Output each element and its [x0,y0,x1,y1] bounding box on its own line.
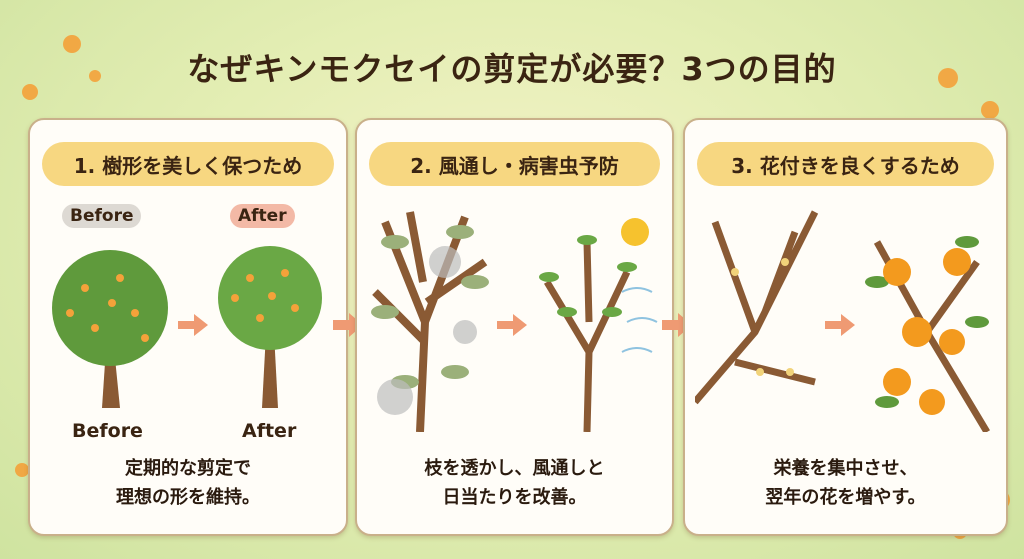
panel-description: 定期的な剪定で理想の形を維持。 [30,454,346,512]
desc-line: 栄養を集中させ、 [773,458,918,479]
desc-line: 理想の形を維持。 [116,487,260,508]
crowded-branch-illustration [371,211,489,432]
panel-heading: 1. 樹形を美しく保つため [42,142,334,186]
panel-heading: 2. 風通し・病害虫予防 [369,142,660,186]
panel-description: 栄養を集中させ、翌年の花を増やす。 [685,454,1006,512]
desc-line: 翌年の花を増やす。 [765,487,926,508]
after-label: After [242,420,297,442]
arrow-icon [825,314,855,336]
panel-description: 枝を透かし、風通しと日当たりを改善。 [357,454,672,512]
after-tree-illustration [218,246,322,408]
before-tree-illustration [52,250,168,408]
before-label: Before [72,420,143,442]
panel-heading: 3. 花付きを良くするため [697,142,994,186]
desc-line: 日当たりを改善。 [442,487,587,508]
after-tag: After [230,204,295,228]
desc-line: 枝を透かし、風通しと [424,458,605,479]
panel-flowering: 3. 花付きを良くするため 栄養を集中させ、翌年の花を増やす。 [683,118,1008,536]
desc-line: 定期的な剪定で [125,458,251,479]
page-title: なぜキンモクセイの剪定が必要？3つの目的 [187,50,837,88]
panel-ventilation: 2. 風通し・病害虫予防 枝を透かし、風通しと日当たりを改善。 [355,118,674,536]
panel-shape: 1. 樹形を美しく保つため Before After Before After … [28,118,348,536]
pruned-branch-illustration [695,210,819,405]
arrow-icon [497,314,527,336]
airy-tree-illustration [539,218,658,432]
before-tag: Before [62,204,142,228]
blooming-branch-illustration [865,236,991,432]
arrow-icon [178,314,208,336]
